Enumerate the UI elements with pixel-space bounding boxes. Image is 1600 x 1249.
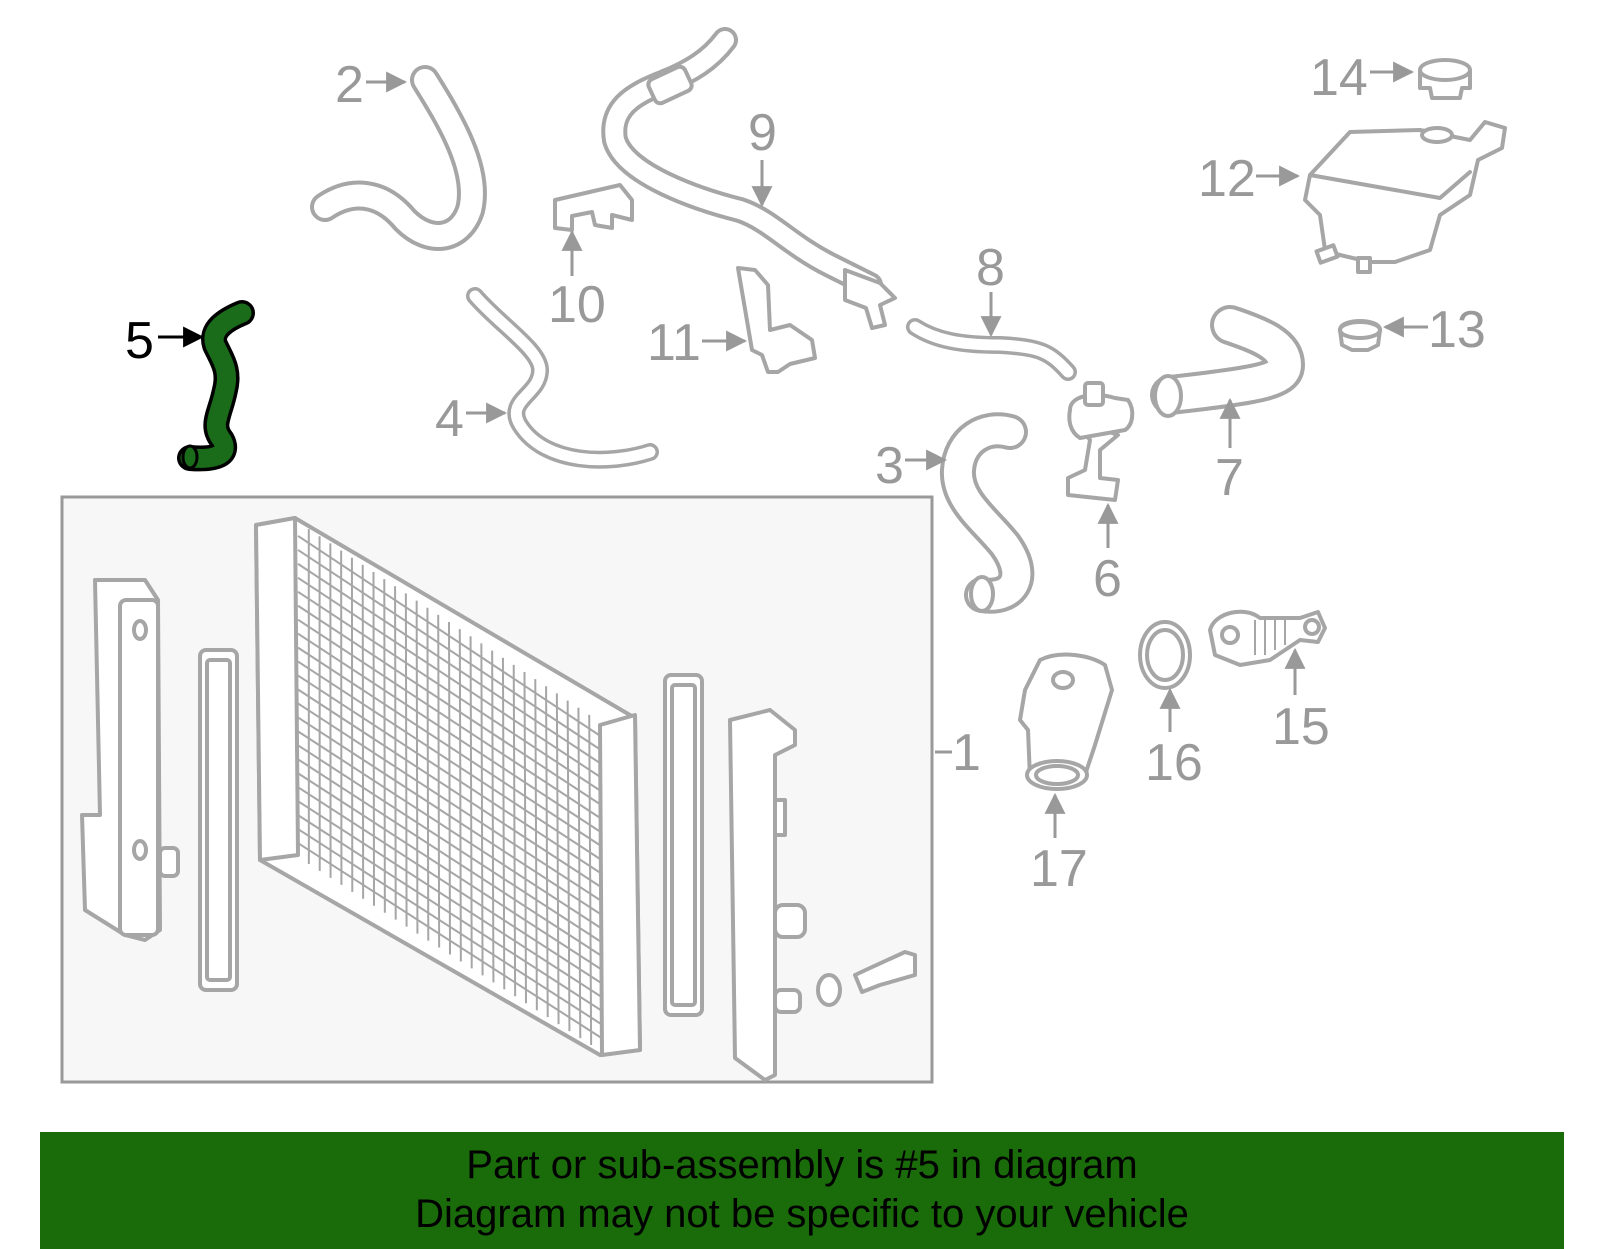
svg-text:3: 3 — [875, 437, 904, 495]
part-8-pipe[interactable] — [906, 318, 1077, 381]
svg-text:4: 4 — [435, 390, 464, 448]
label-15: 15 — [1272, 647, 1330, 756]
label-14: 14 — [1310, 49, 1415, 107]
part-7-hose[interactable] — [1150, 305, 1305, 418]
part-5-hose-highlighted[interactable] — [177, 300, 255, 472]
part-16-gasket[interactable] — [1138, 620, 1192, 690]
svg-text:9: 9 — [748, 104, 777, 162]
svg-text:13: 13 — [1428, 301, 1486, 359]
label-16: 16 — [1145, 687, 1203, 792]
part-11-bracket[interactable] — [736, 266, 817, 374]
svg-text:5: 5 — [125, 312, 154, 370]
svg-text:8: 8 — [976, 239, 1005, 297]
label-13: 13 — [1382, 301, 1486, 359]
svg-text:7: 7 — [1215, 449, 1244, 507]
radiator-fins — [297, 529, 603, 1046]
label-11: 11 — [647, 314, 748, 372]
info-banner: Part or sub-assembly is #5 in diagram Di… — [40, 1132, 1564, 1249]
svg-text:11: 11 — [647, 314, 701, 372]
label-5: 5 — [125, 312, 205, 370]
label-6: 6 — [1093, 502, 1122, 608]
svg-text:10: 10 — [548, 276, 606, 334]
part-3-hose[interactable] — [940, 412, 1035, 614]
label-8: 8 — [976, 239, 1005, 338]
label-1: 1 — [935, 724, 981, 782]
svg-text:1: 1 — [952, 724, 981, 782]
svg-text:15: 15 — [1272, 698, 1330, 756]
part-4-hose[interactable] — [466, 287, 659, 469]
part-12-reservoir[interactable] — [1303, 120, 1507, 274]
label-2: 2 — [335, 56, 408, 114]
svg-text:16: 16 — [1145, 734, 1203, 792]
svg-text:2: 2 — [335, 56, 364, 114]
part-1-radiator-assembly[interactable] — [60, 495, 934, 1084]
label-3: 3 — [875, 437, 948, 495]
part-2-hose[interactable] — [310, 65, 487, 251]
svg-text:12: 12 — [1198, 150, 1256, 208]
part-17-inlet[interactable] — [1018, 652, 1114, 791]
part-6-outlet[interactable] — [1066, 381, 1135, 502]
banner-line-1: Part or sub-assembly is #5 in diagram — [466, 1143, 1138, 1187]
part-9-hose[interactable] — [601, 27, 897, 330]
svg-text:14: 14 — [1310, 49, 1368, 107]
label-9: 9 — [748, 104, 777, 208]
part-14-cap[interactable] — [1418, 58, 1472, 100]
part-10-clip[interactable] — [553, 183, 634, 232]
label-4: 4 — [435, 390, 508, 448]
part-15-thermostat[interactable] — [1208, 609, 1327, 667]
label-7: 7 — [1215, 397, 1244, 507]
svg-text:17: 17 — [1030, 840, 1088, 898]
banner-line-2: Diagram may not be specific to your vehi… — [415, 1192, 1189, 1236]
label-17: 17 — [1030, 792, 1088, 898]
label-12: 12 — [1198, 150, 1301, 208]
svg-text:6: 6 — [1093, 550, 1122, 608]
label-10: 10 — [548, 229, 606, 334]
part-13-grommet[interactable] — [1338, 319, 1382, 352]
